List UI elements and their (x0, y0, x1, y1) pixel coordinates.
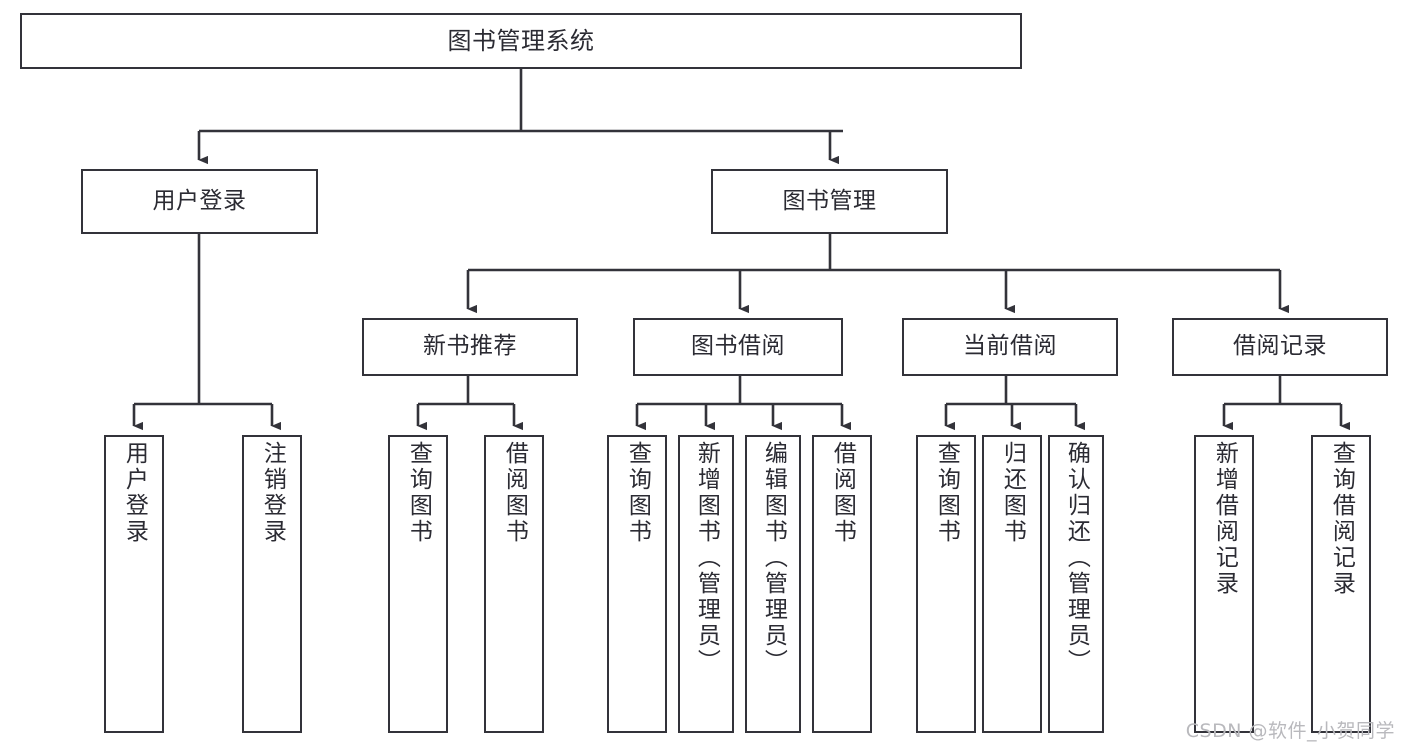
node-label: 借阅图书 (501, 441, 528, 545)
node-label: 当前借阅 (963, 333, 1057, 360)
node-current-borrow[interactable]: 当前借阅 (902, 318, 1118, 376)
node-label: 借阅图书 (829, 441, 856, 545)
node-label: 用户登录 (152, 187, 247, 214)
node-label: 新书推荐 (423, 333, 517, 360)
node-label: 查询图书 (405, 441, 432, 545)
node-leaf-query-book-borrow[interactable]: 查询图书 (607, 435, 667, 733)
node-label: 查询图书 (624, 441, 651, 545)
node-borrow-record[interactable]: 借阅记录 (1172, 318, 1388, 376)
node-root-system[interactable]: 图书管理系统 (20, 13, 1022, 69)
node-label: 用户登录 (121, 441, 148, 545)
node-label: 编辑图书（管理员） (760, 441, 787, 675)
node-user-login[interactable]: 用户登录 (81, 169, 318, 234)
node-leaf-query-borrow-record[interactable]: 查询借阅记录 (1311, 435, 1371, 733)
node-leaf-return-book[interactable]: 归还图书 (982, 435, 1042, 733)
node-book-management[interactable]: 图书管理 (711, 169, 948, 234)
node-label: 查询图书 (933, 441, 960, 545)
node-leaf-edit-book-admin[interactable]: 编辑图书（管理员） (745, 435, 801, 733)
node-label: 新增图书（管理员） (693, 441, 720, 675)
node-label: 图书借阅 (691, 333, 785, 360)
node-label: 查询借阅记录 (1328, 441, 1355, 597)
node-new-book-recommend[interactable]: 新书推荐 (362, 318, 578, 376)
node-label: 注销登录 (259, 441, 286, 545)
node-label: 图书管理 (782, 187, 877, 214)
node-label: 图书管理系统 (447, 26, 595, 55)
node-leaf-query-book-recommend[interactable]: 查询图书 (388, 435, 448, 733)
node-leaf-confirm-return-admin[interactable]: 确认归还（管理员） (1048, 435, 1104, 733)
node-label: 确认归还（管理员） (1063, 441, 1090, 675)
node-leaf-user-login[interactable]: 用户登录 (104, 435, 164, 733)
node-leaf-add-book-admin[interactable]: 新增图书（管理员） (678, 435, 734, 733)
node-leaf-borrow-book-borrow[interactable]: 借阅图书 (812, 435, 872, 733)
node-label: 新增借阅记录 (1211, 441, 1238, 597)
node-leaf-add-borrow-record[interactable]: 新增借阅记录 (1194, 435, 1254, 733)
watermark-text: CSDN @软件_小贺同学 (1185, 720, 1395, 742)
node-leaf-query-book-current[interactable]: 查询图书 (916, 435, 976, 733)
node-leaf-borrow-book-recommend[interactable]: 借阅图书 (484, 435, 544, 733)
node-label: 归还图书 (999, 441, 1026, 545)
node-label: 借阅记录 (1233, 333, 1327, 360)
node-leaf-logout-login[interactable]: 注销登录 (242, 435, 302, 733)
node-book-borrow[interactable]: 图书借阅 (633, 318, 843, 376)
